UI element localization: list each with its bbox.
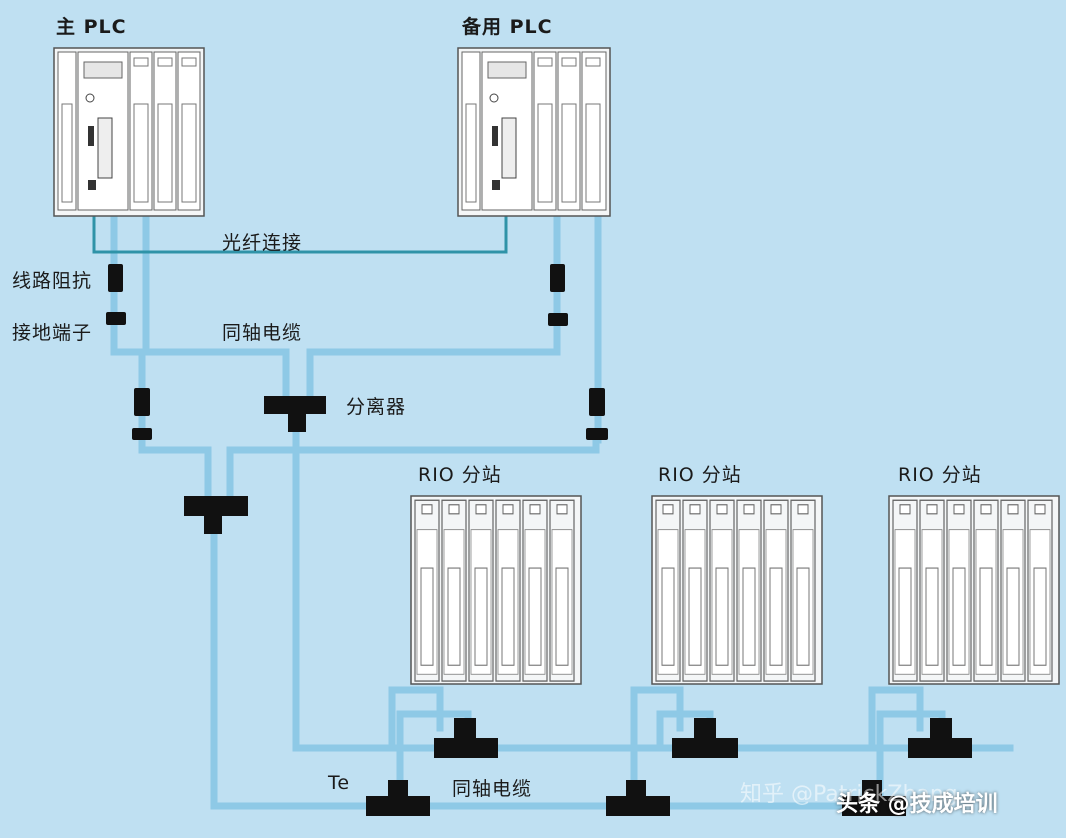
terminator-left bbox=[134, 388, 150, 416]
splitter-label: 分离器 bbox=[346, 396, 407, 418]
coax-bottom-label: 同轴电缆 bbox=[452, 778, 533, 800]
rio-rack-3 bbox=[888, 495, 1060, 685]
tee-te-2 bbox=[606, 780, 670, 816]
rio-label-1: RIO 分站 bbox=[418, 464, 502, 486]
terminator-right-cap bbox=[586, 428, 608, 440]
terminator-left-cap bbox=[132, 428, 152, 440]
toutiao-watermark: 头条 @技成培训 bbox=[836, 792, 998, 817]
tee-rio-3 bbox=[908, 718, 972, 758]
rio-rack-2 bbox=[651, 495, 823, 685]
terminator-right bbox=[589, 388, 605, 416]
te-label: Te bbox=[328, 772, 351, 794]
rio-label-3: RIO 分站 bbox=[898, 464, 982, 486]
tee-te-3 bbox=[842, 780, 906, 816]
backup-plc-label: 备用 PLC bbox=[462, 16, 553, 38]
line-impedance-left bbox=[108, 264, 123, 292]
fiber-label: 光纤连接 bbox=[222, 232, 303, 254]
fiber-link bbox=[92, 214, 508, 254]
line-impedance-right bbox=[550, 264, 565, 292]
tee-rio-2 bbox=[672, 718, 738, 758]
ground-terminal-label: 接地端子 bbox=[12, 322, 93, 344]
ground-terminal-left bbox=[106, 312, 126, 325]
rio-rack-1 bbox=[410, 495, 582, 685]
main-plc-rack bbox=[53, 47, 205, 217]
backup-plc-rack bbox=[457, 47, 611, 217]
line-impedance-label: 线路阻抗 bbox=[12, 270, 93, 292]
tee-te-1 bbox=[366, 780, 430, 816]
connectors bbox=[106, 264, 972, 816]
splitter-tee bbox=[264, 396, 326, 432]
rio-label-2: RIO 分站 bbox=[658, 464, 742, 486]
main-plc-label: 主 PLC bbox=[56, 16, 127, 38]
zhihu-watermark: 知乎 @PatrickZhang bbox=[740, 782, 958, 807]
ground-terminal-right bbox=[548, 313, 568, 326]
coax-top-label: 同轴电缆 bbox=[222, 322, 303, 344]
tee-rio-1 bbox=[434, 718, 498, 758]
tee-left bbox=[184, 496, 248, 534]
